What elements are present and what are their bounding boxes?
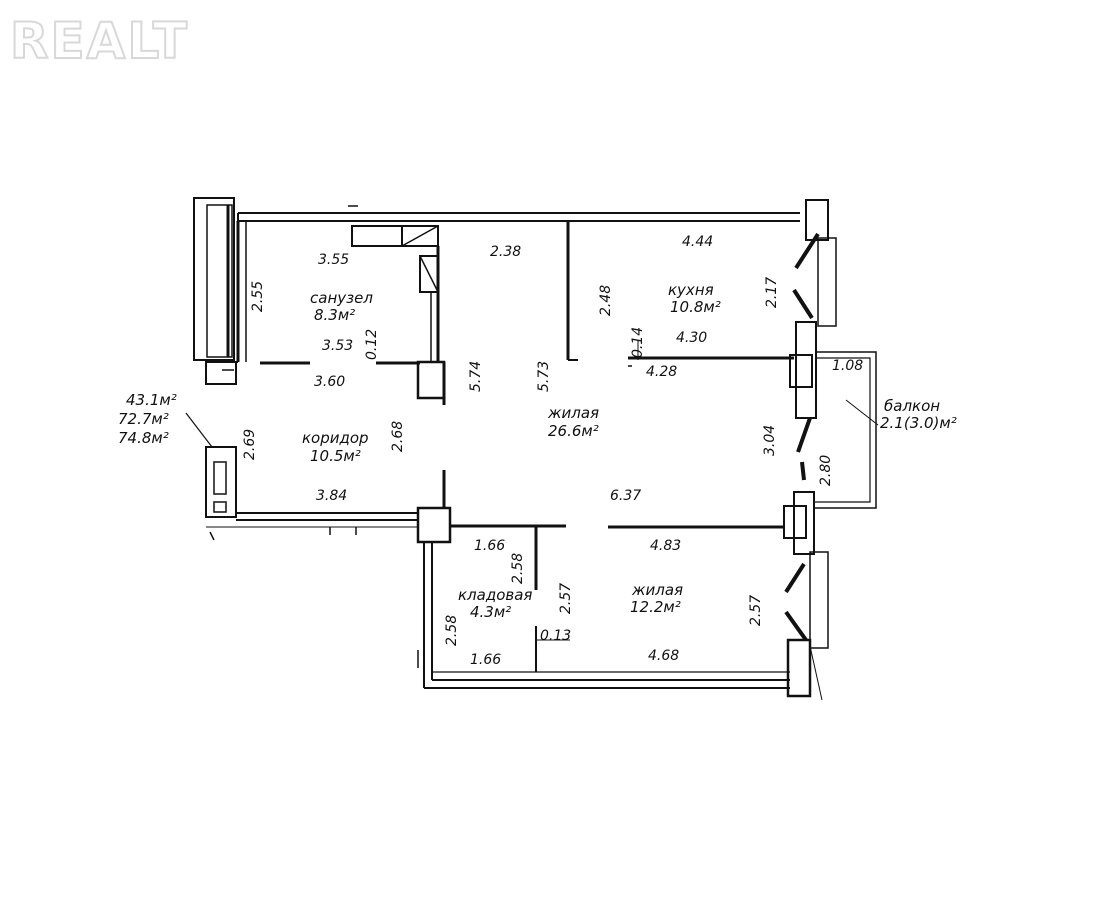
dim-kitchen-bottom: 4.30 bbox=[676, 330, 707, 346]
dim-living-bottom: 6.37 bbox=[610, 488, 641, 504]
totals: 43.1м² 72.7м² 74.8м² bbox=[118, 391, 177, 447]
dim-kitchen-left: 2.48 bbox=[598, 285, 614, 316]
dim-bath-left: 2.55 bbox=[250, 281, 266, 312]
walls bbox=[185, 197, 879, 701]
dim-storage-bottom: 1.66 bbox=[470, 652, 501, 668]
corridor-name: коридор bbox=[302, 429, 369, 447]
living-large-area: 26.6м² bbox=[548, 422, 599, 440]
dimension-labels-vertical: 2.55 0.12 2.69 2.68 5.74 5.73 2.48 2.17 … bbox=[242, 277, 834, 646]
dim-storage-wall: 0.13 bbox=[540, 628, 571, 644]
dim-kitchen-top: 4.44 bbox=[682, 234, 713, 250]
dim-kitchen-wall: 0.14 bbox=[630, 327, 646, 358]
dim-storage-left: 2.58 bbox=[444, 615, 460, 646]
watermark-logo: REALT bbox=[10, 12, 189, 70]
dim-living-top: 4.28 bbox=[646, 364, 677, 380]
bathroom-name: санузел bbox=[310, 289, 373, 307]
kitchen-area: 10.8м² bbox=[670, 298, 721, 316]
total-area: 72.7м² bbox=[118, 410, 169, 428]
dim-corr-right: 2.68 bbox=[390, 421, 406, 452]
total-area-with-balcony: 74.8м² bbox=[118, 429, 169, 447]
dim-bath-top: 3.55 bbox=[318, 252, 349, 268]
living-small-name: жилая bbox=[631, 581, 683, 599]
kitchen-name: кухня bbox=[668, 281, 714, 299]
dim-living-left: 5.73 bbox=[536, 361, 552, 392]
dim-living-right: 3.04 bbox=[762, 425, 778, 456]
dim-small-right: 2.57 bbox=[748, 595, 764, 626]
dim-corr-left: 2.69 bbox=[242, 429, 258, 460]
storage-name: кладовая bbox=[458, 586, 532, 604]
balcony-name: балкон bbox=[884, 397, 940, 415]
total-living-area: 43.1м² bbox=[126, 391, 177, 409]
room-labels: санузел 8.3м² кухня 10.8м² жилая 26.6м² … bbox=[302, 281, 957, 621]
dim-balcony-right: 2.80 bbox=[818, 455, 834, 486]
dim-bath-wall: 0.12 bbox=[364, 329, 380, 360]
dim-corr-bottom: 3.84 bbox=[316, 488, 347, 504]
dim-corr-top: 3.60 bbox=[314, 374, 345, 390]
dim-storage-right: 2.58 bbox=[510, 553, 526, 584]
dim-hall-top: 2.38 bbox=[490, 244, 521, 260]
dim-bath-bottom: 3.53 bbox=[322, 338, 353, 354]
living-large-name: жилая bbox=[547, 404, 599, 422]
balcony-area: 2.1(3.0)м² bbox=[880, 414, 957, 432]
bathroom-area: 8.3м² bbox=[314, 306, 355, 324]
dim-kitchen-right: 2.17 bbox=[764, 277, 780, 308]
dim-small-bottom: 4.68 bbox=[648, 648, 679, 664]
dim-storage-top: 1.66 bbox=[474, 538, 505, 554]
dim-balcony-top: 1.08 bbox=[832, 358, 863, 374]
corridor-area: 10.5м² bbox=[310, 447, 361, 465]
storage-area: 4.3м² bbox=[470, 603, 511, 621]
dim-small-top: 4.83 bbox=[650, 538, 681, 554]
living-small-area: 12.2м² bbox=[630, 598, 681, 616]
dim-small-left: 2.57 bbox=[558, 583, 574, 614]
dim-hall-right: 5.74 bbox=[468, 361, 484, 392]
dimension-labels: 3.55 3.53 2.38 3.60 3.84 4.44 4.30 4.28 … bbox=[314, 234, 863, 668]
